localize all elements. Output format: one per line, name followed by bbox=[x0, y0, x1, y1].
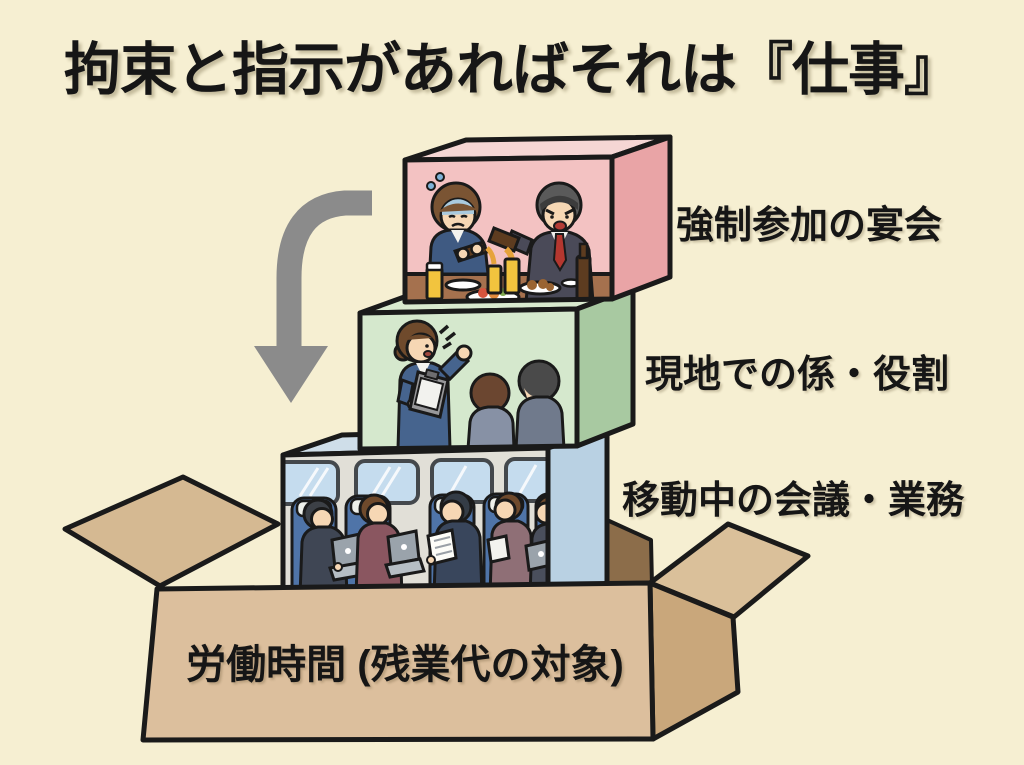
role-briefing-box bbox=[357, 285, 636, 452]
label-travel-work: 移動中の会議・業務 bbox=[622, 480, 965, 522]
party-scene bbox=[405, 172, 612, 302]
label-forced-party: 強制参加の宴会 bbox=[676, 205, 943, 247]
label-onsite-role: 現地での係・役割 bbox=[645, 354, 950, 396]
train-work-box bbox=[280, 425, 610, 610]
cardboard-box bbox=[62, 474, 811, 743]
curved-down-arrow-icon bbox=[254, 190, 372, 403]
party-box bbox=[402, 134, 673, 305]
label-working-hours: 労働時間 (残業代の対象) bbox=[186, 643, 624, 687]
page-title: 拘束と指示があればそれは『仕事』 bbox=[64, 38, 961, 102]
briefing-scene bbox=[393, 319, 566, 449]
